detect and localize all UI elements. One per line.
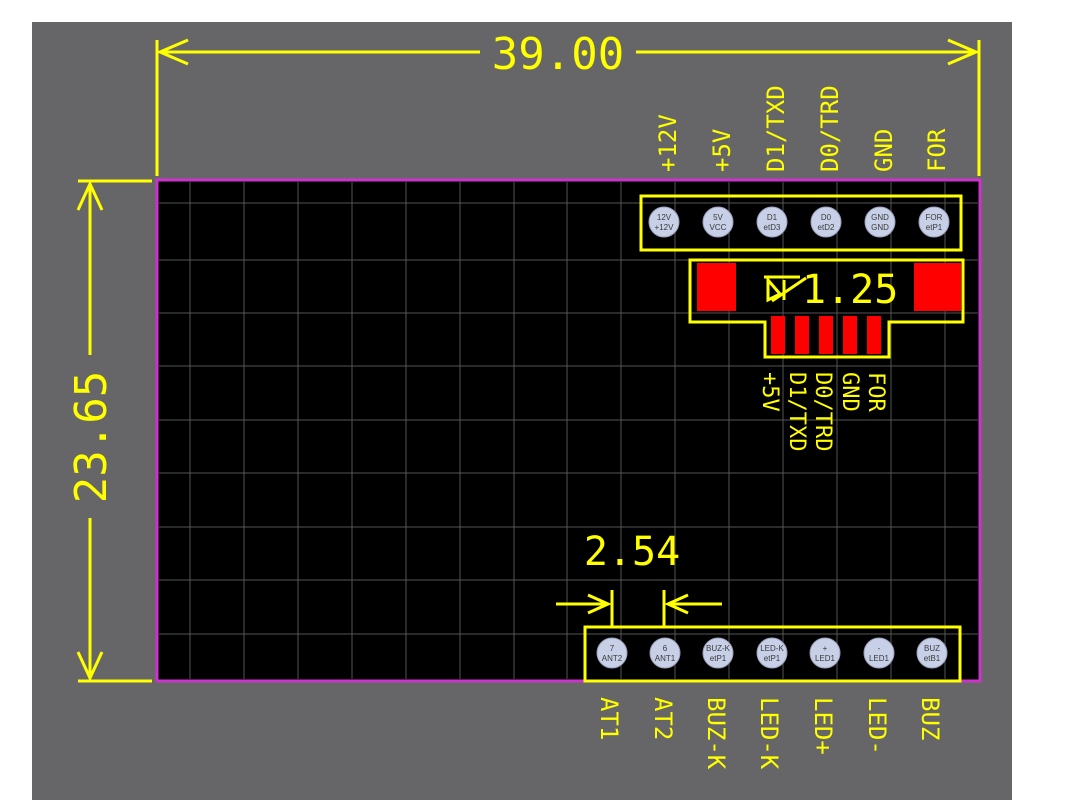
pin-label: +12V — [654, 114, 682, 172]
pad-label-top: 12V — [657, 213, 672, 222]
pin-label: LED+ — [809, 697, 837, 755]
pad-label-bottom: ANT2 — [602, 654, 623, 663]
header-pad — [596, 637, 628, 669]
bottom-header-pads: 7ANT26ANT1BUZ-KetP1LED-KetP1+LED1-LED1BU… — [596, 637, 948, 669]
pad-label-bottom: etD2 — [818, 223, 835, 232]
pad-label-top: 5V — [713, 213, 723, 222]
pad-label-bottom: +12V — [655, 223, 675, 232]
header-pad — [702, 637, 734, 669]
height-dimension — [76, 179, 152, 683]
pad-label-top: D0 — [821, 213, 832, 222]
pitch-dimension — [556, 590, 722, 628]
diode-symbol — [764, 275, 807, 303]
fpc-finger-pad — [843, 316, 857, 354]
board-fill — [157, 180, 980, 681]
pin-label: LED-K — [755, 697, 783, 770]
pad-label-bottom: LED1 — [815, 654, 836, 663]
board-grid — [159, 182, 978, 679]
pad-label-bottom: etP1 — [926, 223, 943, 232]
header-pad — [809, 637, 841, 669]
pin-label: BUZ-K — [702, 697, 730, 770]
pin-label: +5V — [757, 372, 782, 412]
top-header-outline — [639, 194, 963, 252]
pin-label: D0/TRD — [816, 85, 844, 172]
pad-label-bottom: VCC — [710, 223, 727, 232]
width-dimension-label: 39.00 — [492, 29, 624, 80]
fpc-connector: 1.25 — [688, 258, 965, 359]
board-outline — [155, 178, 982, 683]
pin-label: +5V — [708, 129, 736, 172]
pin-label: GND — [837, 372, 862, 412]
pad-label-top: BUZ — [924, 644, 940, 653]
fpc-finger-pad — [867, 316, 881, 354]
header-pad — [864, 206, 896, 238]
header-pad — [648, 206, 680, 238]
pad-label-top: - — [878, 644, 881, 653]
pin-label: D1/TXD — [784, 372, 809, 451]
width-dimension — [155, 38, 981, 176]
header-pad — [756, 206, 788, 238]
pad-label-top: + — [823, 644, 828, 653]
pin-label: FOR — [923, 128, 951, 172]
pad-label-top: 6 — [663, 644, 668, 653]
header-pad — [702, 206, 734, 238]
header-pad — [649, 637, 681, 669]
fpc-connector-outline — [688, 258, 965, 359]
pin-label: FOR — [863, 372, 888, 412]
pin-label: BUZ — [916, 697, 944, 740]
header-pad — [810, 206, 842, 238]
bottom-header-labels: AT1 AT2 BUZ-K LED-K LED+ LED- BUZ — [595, 697, 944, 770]
pin-label: AT2 — [649, 697, 677, 740]
pad-label-top: BUZ-K — [706, 644, 731, 653]
pitch-dimension-label: 2.54 — [584, 529, 680, 575]
fpc-finger-pad — [819, 316, 833, 354]
header-pad — [756, 637, 788, 669]
header-pad — [916, 637, 948, 669]
pad-label-bottom: etP1 — [710, 654, 727, 663]
pad-label-top: GND — [871, 213, 889, 222]
fpc-finger-pad — [771, 316, 785, 354]
pad-label-bottom: etB1 — [924, 654, 941, 663]
pin-label: D0/TRD — [810, 372, 835, 451]
pin-label: AT1 — [595, 697, 623, 740]
pad-label-top: FOR — [926, 213, 943, 222]
fpc-signal-pads — [771, 316, 881, 354]
pad-label-top: LED-K — [760, 644, 784, 653]
pin-label: LED- — [863, 697, 891, 755]
fpc-mount-pad-left — [697, 263, 736, 311]
fpc-pitch-label: 1.25 — [802, 267, 898, 313]
bottom-header-outline — [583, 625, 962, 683]
pad-label-bottom: etP1 — [764, 654, 781, 663]
pad-label-bottom: GND — [871, 223, 889, 232]
header-pad — [863, 637, 895, 669]
header-pad — [918, 206, 950, 238]
pad-label-bottom: etD3 — [764, 223, 781, 232]
pad-label-bottom: ANT1 — [655, 654, 676, 663]
pad-label-top: 7 — [610, 644, 615, 653]
pin-label: GND — [870, 129, 898, 172]
pad-label-top: D1 — [767, 213, 778, 222]
fpc-finger-pad — [795, 316, 809, 354]
height-dimension-label: 23.65 — [66, 371, 117, 503]
fpc-mount-pad-right — [914, 263, 961, 311]
pad-label-bottom: LED1 — [869, 654, 890, 663]
top-header-labels: +12V +5V D1/TXD D0/TRD GND FOR — [654, 85, 951, 172]
pin-label: D1/TXD — [762, 85, 790, 172]
